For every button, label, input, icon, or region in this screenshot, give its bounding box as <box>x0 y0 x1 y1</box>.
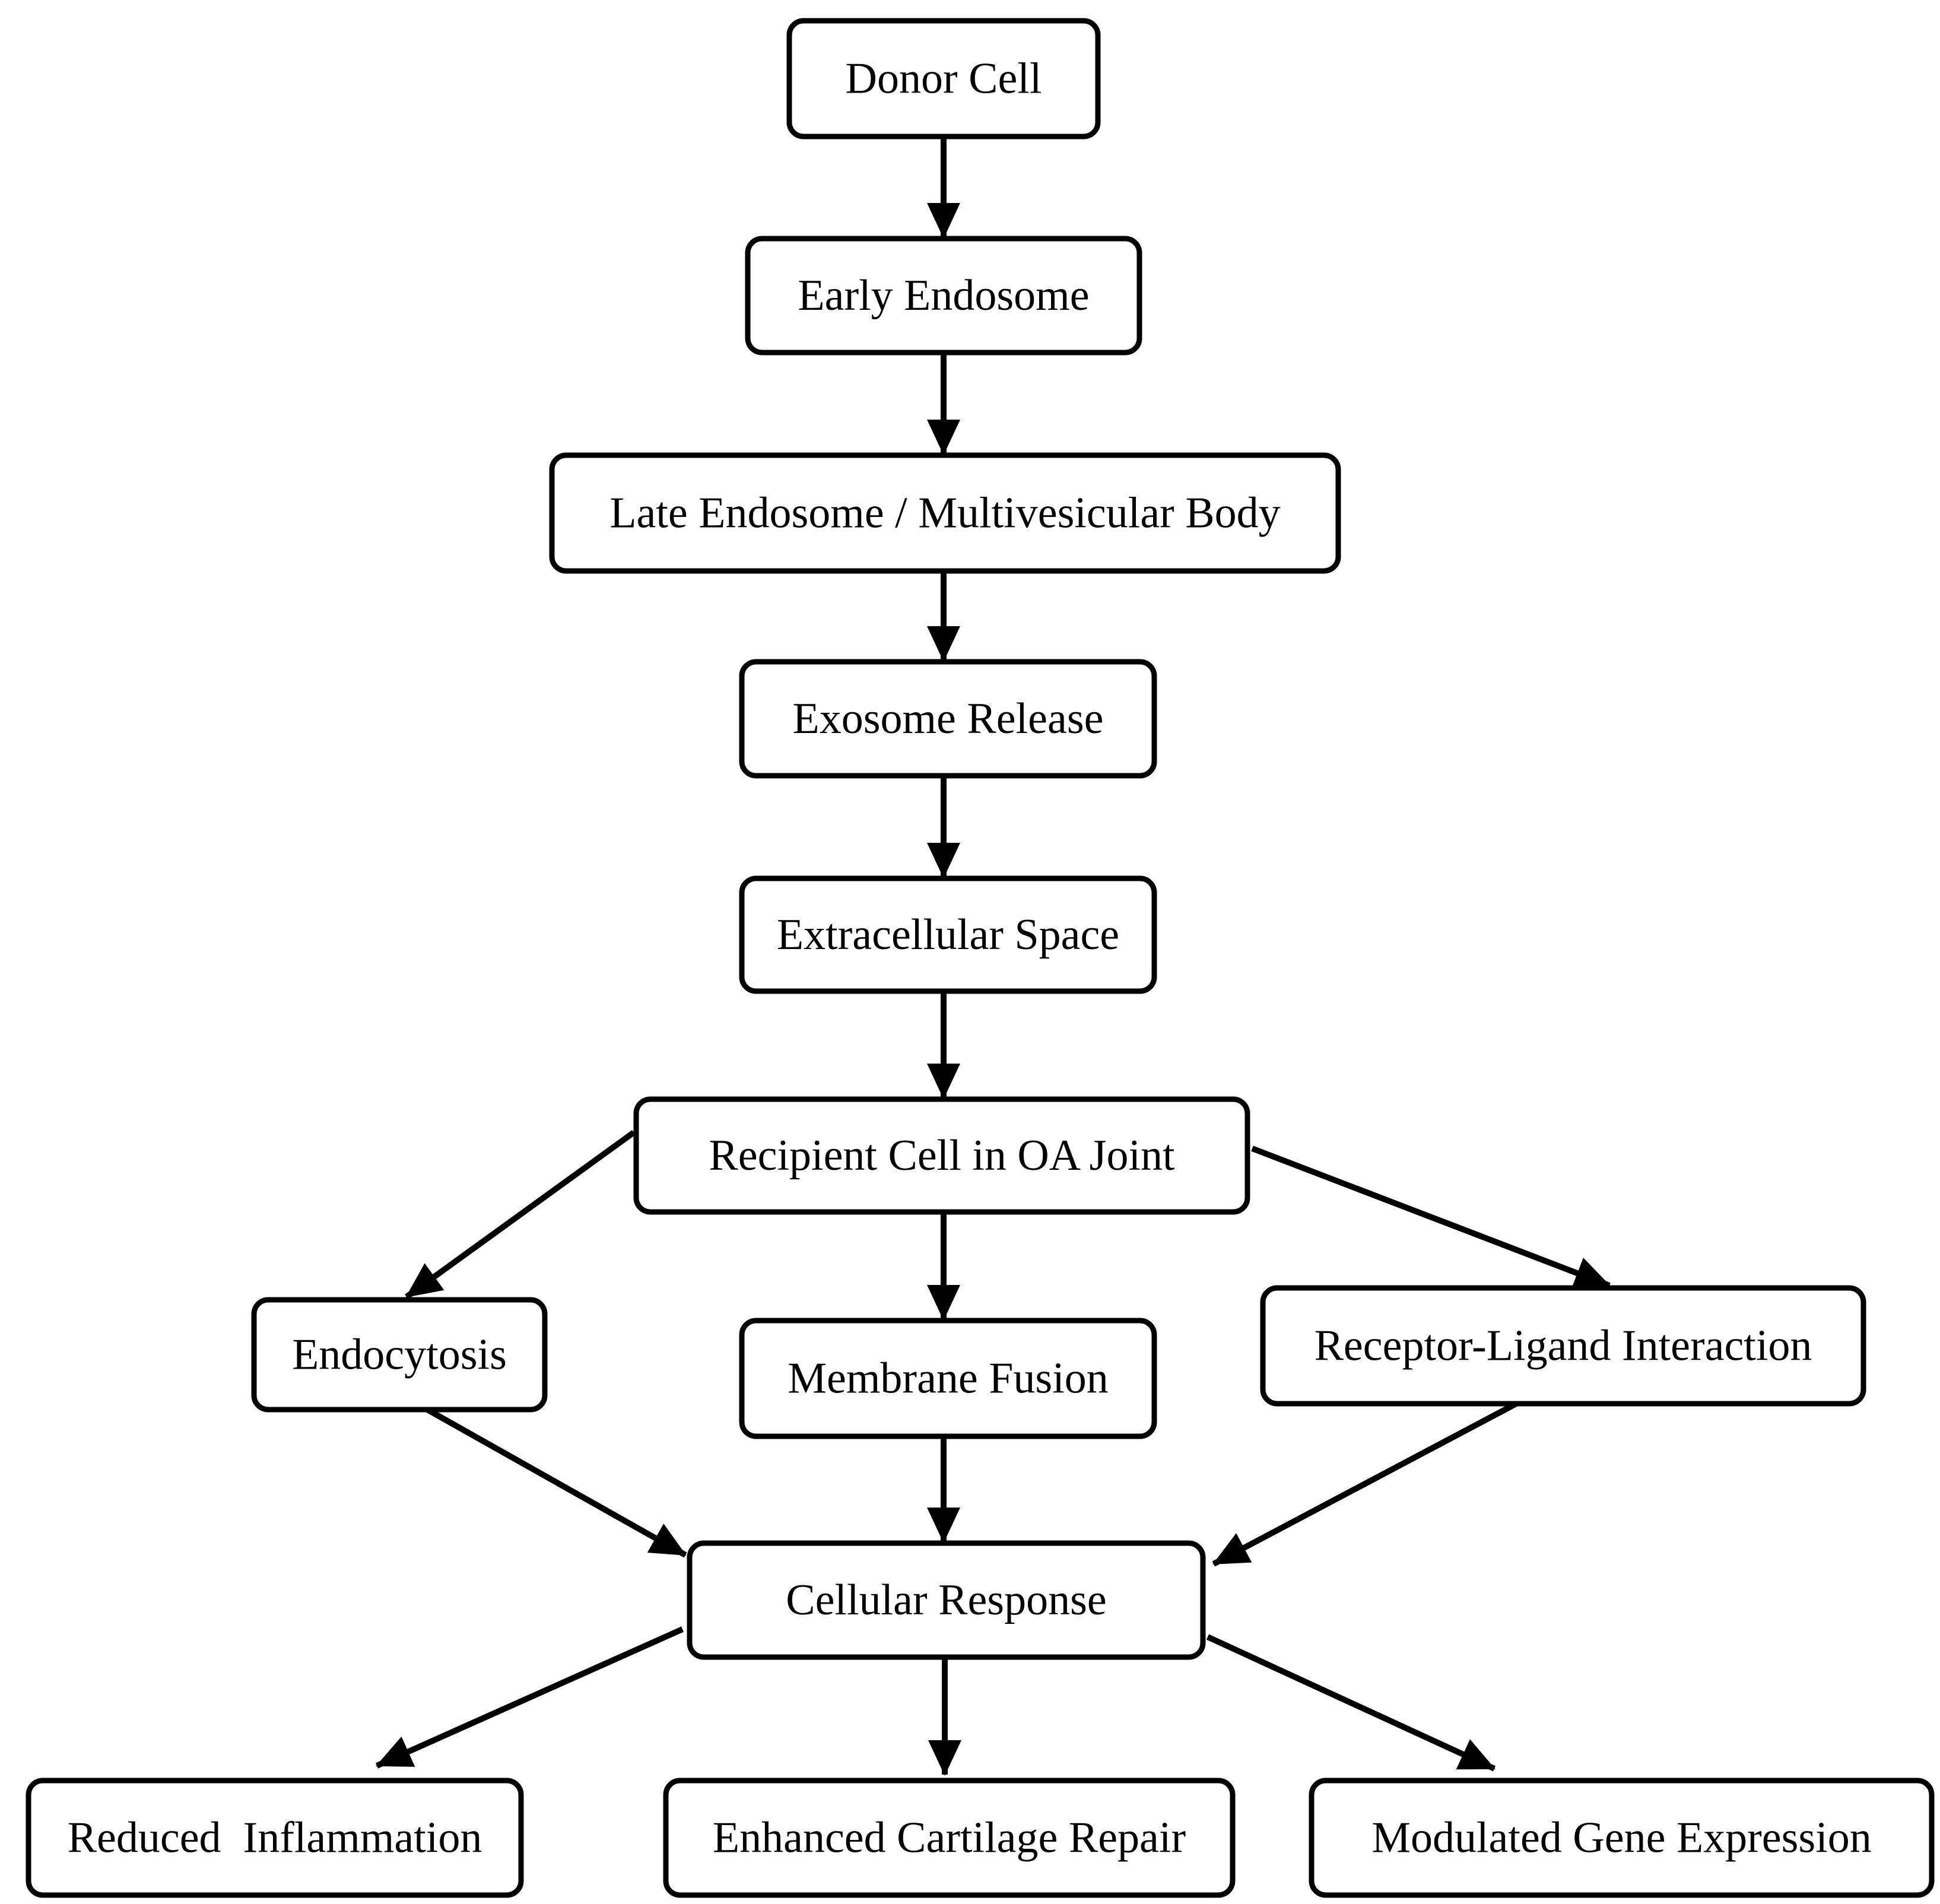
node-box-cellular-response <box>687 1540 1206 1660</box>
node-label-cartilage-repair: Enhanced Cartilage Repair <box>713 1814 1186 1862</box>
node-donor-cell: Donor Cell <box>786 18 1101 139</box>
node-box-early-endosome <box>745 236 1142 356</box>
node-receptor-ligand: Receptor-Ligand Interaction <box>1260 1285 1866 1407</box>
node-label-extracellular-space: Extracellular Space <box>777 910 1119 959</box>
arrow-receptor-ligand-to-cellular-response <box>1212 1401 1518 1567</box>
node-exosome-release: Exosome Release <box>739 659 1157 779</box>
node-gene-expression: Modulated Gene Expression <box>1309 1778 1935 1898</box>
node-box-membrane-fusion <box>739 1318 1157 1439</box>
node-box-donor-cell <box>786 18 1101 139</box>
node-label-endocytosis: Endocytosis <box>292 1331 507 1379</box>
node-cellular-response: Cellular Response <box>687 1540 1206 1660</box>
arrow-cellular-response-to-gene-expression <box>1206 1634 1496 1772</box>
edges-layer <box>375 137 1611 1776</box>
node-cartilage-repair: Enhanced Cartilage Repair <box>663 1778 1236 1898</box>
node-label-cellular-response: Cellular Response <box>786 1576 1107 1624</box>
node-reduced-inflammation: Reduced Inflammation <box>26 1778 524 1898</box>
node-recipient-cell: Recipient Cell in OA Joint <box>633 1096 1250 1215</box>
node-extracellular-space: Extracellular Space <box>739 875 1157 994</box>
node-box-extracellular-space <box>739 875 1157 994</box>
arrow-recipient-cell-to-receptor-ligand <box>1251 1145 1611 1289</box>
node-box-gene-expression <box>1309 1778 1935 1898</box>
node-box-late-endosome <box>549 452 1341 574</box>
node-membrane-fusion: Membrane Fusion <box>739 1318 1157 1439</box>
arrow-recipient-cell-to-endocytosis <box>405 1129 636 1300</box>
node-label-reduced-inflammation: Reduced Inflammation <box>68 1814 482 1862</box>
node-label-receptor-ligand: Receptor-Ligand Interaction <box>1314 1322 1812 1370</box>
node-label-gene-expression: Modulated Gene Expression <box>1371 1814 1872 1862</box>
node-label-exosome-release: Exosome Release <box>793 694 1104 743</box>
node-late-endosome: Late Endosome / Multivesicular Body <box>549 452 1341 574</box>
node-label-donor-cell: Donor Cell <box>846 55 1042 103</box>
arrow-endocytosis-to-cellular-response <box>426 1407 687 1558</box>
node-box-exosome-release <box>739 659 1157 779</box>
node-label-early-endosome: Early Endosome <box>798 271 1089 320</box>
node-box-receptor-ligand <box>1260 1285 1866 1407</box>
node-endocytosis: Endocytosis <box>251 1297 548 1413</box>
node-early-endosome: Early Endosome <box>745 236 1142 356</box>
node-label-recipient-cell: Recipient Cell in OA Joint <box>709 1131 1175 1180</box>
node-label-late-endosome: Late Endosome / Multivesicular Body <box>609 489 1280 538</box>
node-box-cartilage-repair <box>663 1778 1236 1898</box>
node-label-membrane-fusion: Membrane Fusion <box>788 1354 1109 1403</box>
arrow-cellular-response-to-reduced-inflammation <box>375 1626 684 1769</box>
node-box-endocytosis <box>251 1297 548 1413</box>
node-box-recipient-cell <box>633 1096 1250 1215</box>
node-box-reduced-inflammation <box>26 1778 524 1898</box>
